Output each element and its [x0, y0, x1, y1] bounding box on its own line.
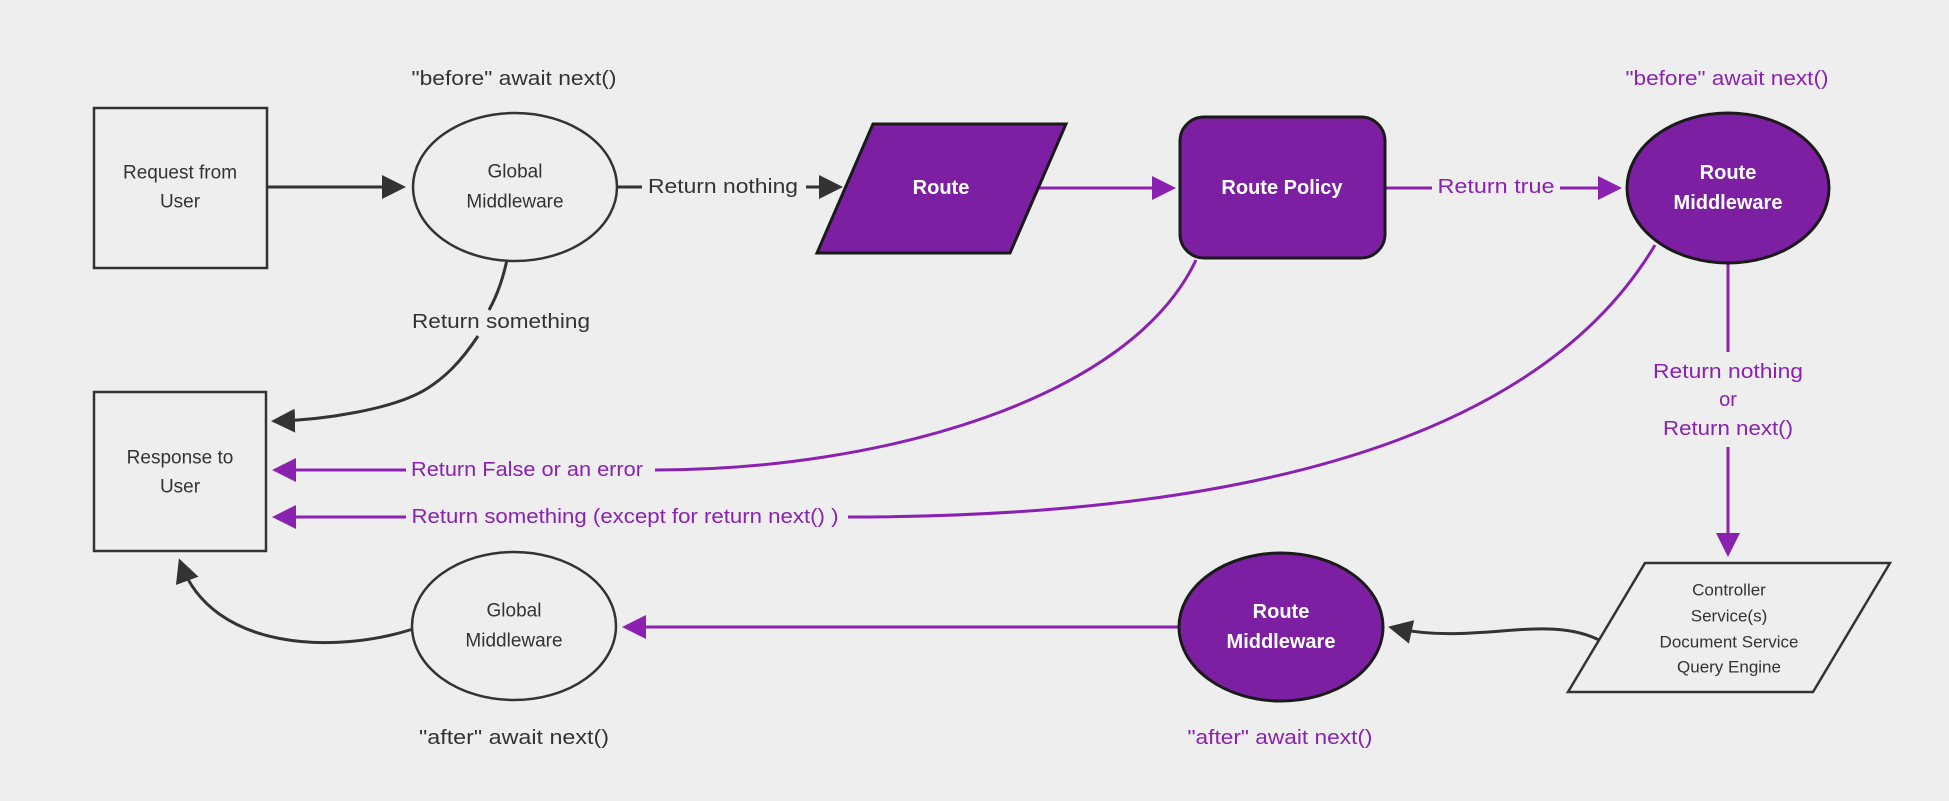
request-from-user-node: Request from User: [92, 106, 269, 270]
edge-route-policy-return-false-curve: [654, 259, 1198, 472]
route-middleware-top-node: Route Middleware: [1625, 111, 1831, 265]
route-middleware-top-shape: [1625, 111, 1831, 265]
route-label: Route: [913, 177, 970, 199]
label-return-false-or-error: Return False or an error: [411, 459, 643, 481]
services-node: Controller Service(s) Document Service Q…: [1565, 561, 1893, 694]
label-before-await-next-black: "before" await next(): [412, 68, 617, 90]
route-node: Route: [814, 122, 1069, 255]
label-return-something: Return something: [412, 311, 590, 333]
route-middleware-top-line2: Middleware: [1674, 192, 1783, 214]
route-middleware-bottom-shape: [1177, 551, 1385, 703]
edge-global-middleware-return-something-lower: [271, 335, 480, 433]
route-middleware-bottom-line2: Middleware: [1227, 631, 1336, 653]
route-policy-label: Route Policy: [1221, 177, 1343, 199]
route-policy-node: Route Policy: [1178, 115, 1387, 260]
services-shape: [1565, 561, 1893, 694]
route-shape: [814, 122, 1069, 255]
request-from-user-line2: User: [160, 192, 201, 213]
route-middleware-bottom-node: Route Middleware: [1177, 551, 1385, 703]
route-middleware-bottom-line1: Route: [1253, 601, 1310, 623]
global-middleware-bottom-line1: Global: [487, 601, 542, 622]
response-to-user-shape: [92, 390, 268, 553]
global-middleware-top-shape: [411, 111, 619, 263]
label-return-nothing-or-next-line3: Return next(): [1663, 418, 1793, 440]
response-to-user-line1: Response to: [127, 448, 234, 469]
label-after-await-next-purple: "after" await next(): [1188, 727, 1373, 749]
label-return-nothing: Return nothing: [648, 176, 798, 198]
label-return-nothing-or-next-line1: Return nothing: [1653, 361, 1803, 383]
label-after-await-next-black: "after" await next(): [419, 727, 609, 749]
services-line2: Service(s): [1691, 607, 1768, 626]
global-middleware-top-line2: Middleware: [466, 192, 563, 213]
label-return-nothing-or-next-line2: or: [1719, 389, 1737, 411]
global-middleware-bottom-line2: Middleware: [465, 631, 562, 652]
services-line4: Query Engine: [1677, 658, 1781, 677]
label-return-nothing-or-next: Return nothing or Return next(): [1653, 361, 1803, 440]
edge-services-to-route-middleware-bottom: [1388, 620, 1600, 644]
response-to-user-line2: User: [160, 477, 201, 498]
global-middleware-bottom-node: Global Middleware: [410, 550, 618, 702]
request-from-user-shape: [92, 106, 269, 270]
global-middleware-top-line1: Global: [488, 162, 543, 183]
label-return-true: Return true: [1438, 176, 1555, 198]
response-to-user-node: Response to User: [92, 390, 268, 553]
route-middleware-top-line1: Route: [1700, 162, 1757, 184]
label-return-something-except-next: Return something (except for return next…: [412, 506, 839, 528]
global-middleware-bottom-shape: [410, 550, 618, 702]
label-before-await-next-purple: "before" await next(): [1626, 68, 1829, 90]
route-policy-shape: [1178, 115, 1387, 260]
edge-route-middleware-return-something-curve: [847, 244, 1657, 519]
edge-global-middleware-bottom-to-response: [175, 558, 414, 645]
services-line3: Document Service: [1660, 633, 1799, 652]
global-middleware-top-node: Global Middleware: [411, 111, 619, 263]
request-from-user-line1: Request from: [123, 163, 237, 184]
services-line1: Controller: [1692, 581, 1766, 600]
